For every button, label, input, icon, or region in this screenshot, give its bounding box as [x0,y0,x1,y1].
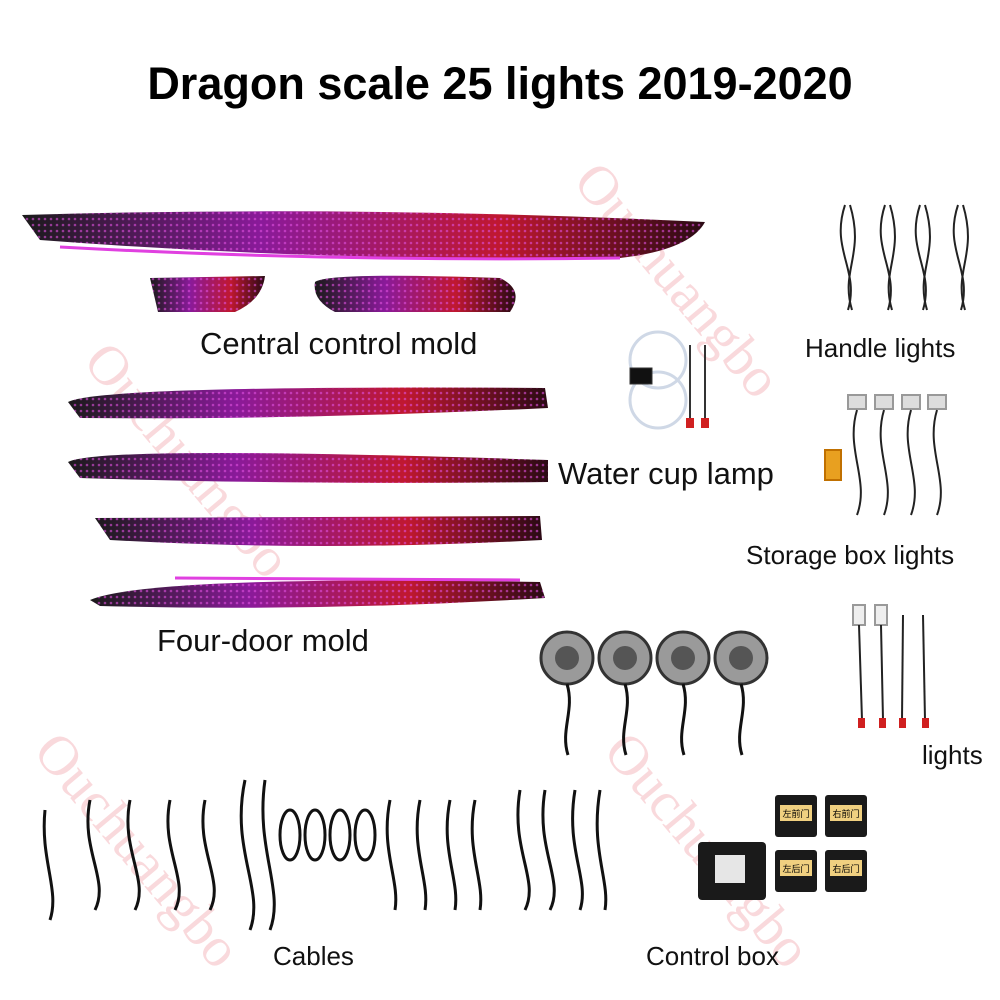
foot-lights [852,604,929,728]
partial-lights-label: lights [922,740,983,770]
control-box-tag: 左前门 [782,808,809,819]
handle-lights-label: Handle lights [805,333,956,363]
speaker-lights [539,630,769,756]
central-control-label: Central control mold [200,326,478,361]
control-box-label: Control box [646,941,779,971]
water-cup-label: Water cup lamp [558,456,774,491]
central-control-strip-left [150,276,265,312]
handle-lights [839,204,969,311]
cables-bundle [42,779,608,931]
control-box-set: 左前门 右前门 左后门 右后门 [698,795,867,900]
door-strip-3 [95,516,542,546]
door-strip-4 [90,576,545,608]
central-control-strip-long [22,211,705,261]
control-box-tag: 右后门 [832,863,859,874]
storage-box-lights [824,394,947,516]
door-strip-2 [68,452,548,483]
cables-label: Cables [273,941,354,971]
central-control-strip-right [314,275,516,312]
page-title: Dragon scale 25 lights 2019-2020 [147,58,853,109]
control-box-tag: 左后门 [782,863,809,874]
four-door-label: Four-door mold [157,623,369,658]
control-box-tag: 右前门 [832,808,859,819]
door-strip-1 [68,387,548,419]
water-cup-lamp [628,330,709,430]
storage-box-label: Storage box lights [746,540,955,570]
